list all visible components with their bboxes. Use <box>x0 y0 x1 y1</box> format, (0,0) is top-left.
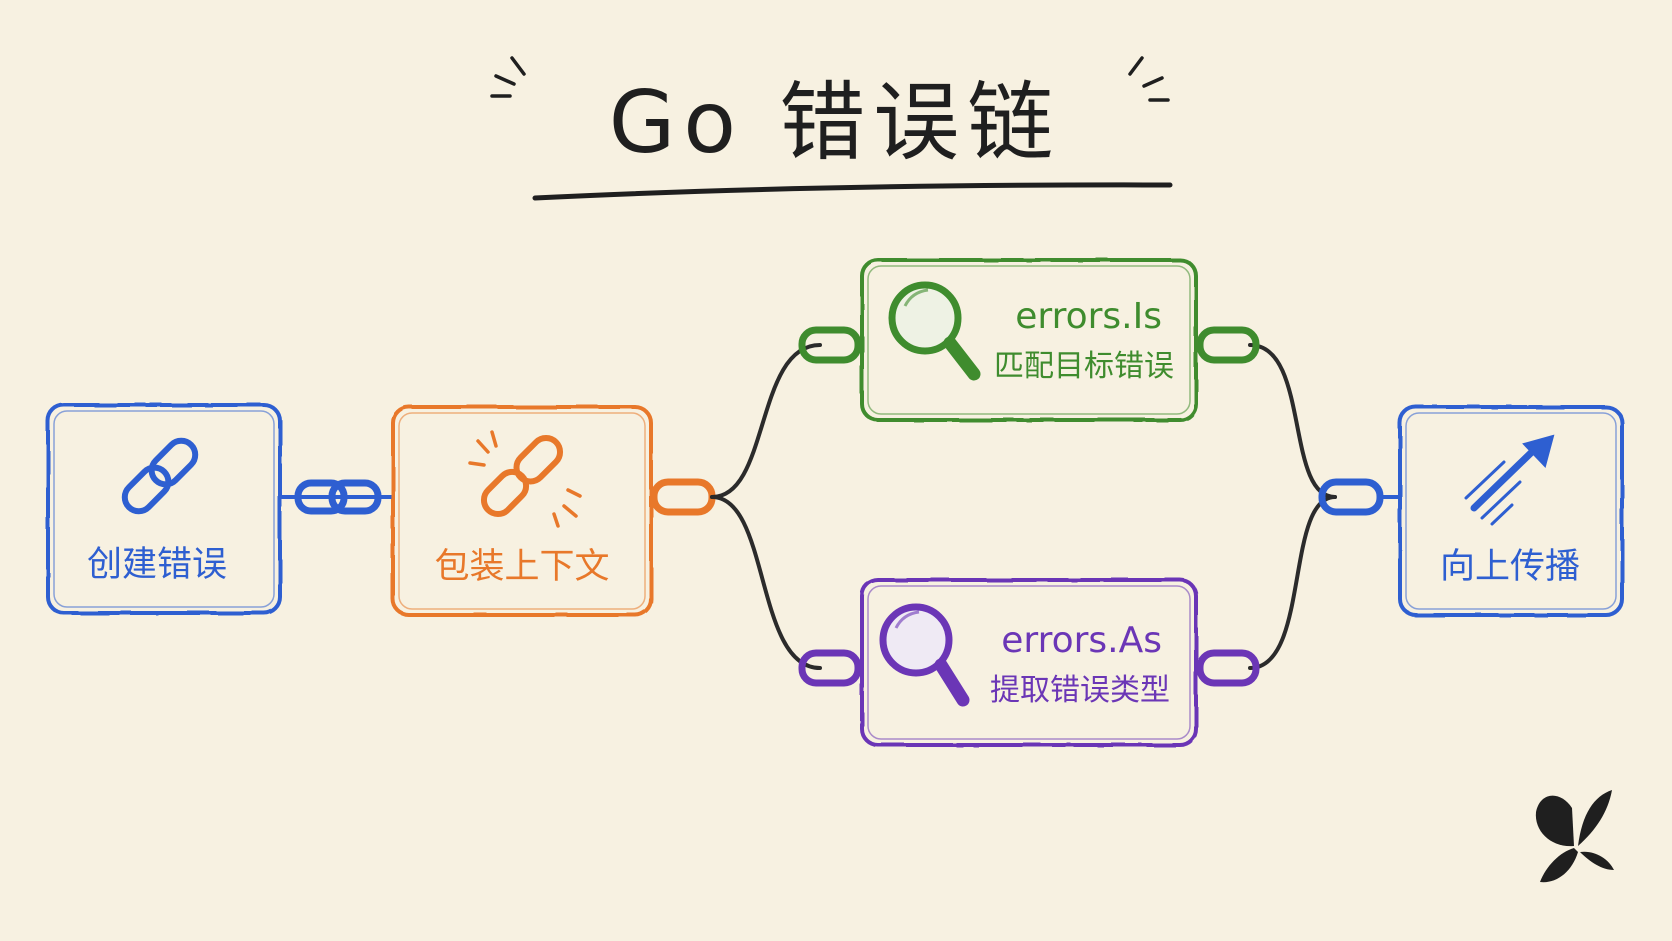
chain-link-icon <box>121 437 199 515</box>
chain-links-as <box>798 649 1260 687</box>
title-spark-right-icon <box>1128 56 1170 102</box>
branch-curve-to-is <box>710 343 822 499</box>
magnifier-icon <box>879 603 970 707</box>
node-is-subtitle: 匹配目标错误 <box>994 349 1174 384</box>
node-errors-as: errors.As 提取错误类型 <box>860 578 1198 747</box>
node-wrap-context: 包装上下文 <box>391 405 653 617</box>
chain-connector-wrap-out <box>650 478 716 516</box>
magnifier-icon <box>888 281 981 381</box>
merge-curve-from-is <box>1248 343 1337 499</box>
arrow-up-right-icon <box>1464 434 1555 526</box>
chain-links-is <box>798 326 1260 364</box>
merge-curve-from-as <box>1248 495 1337 670</box>
page-title: Go 错误链 <box>609 73 1062 173</box>
node-create-error: 创建错误 <box>46 403 282 615</box>
node-wrap-label: 包装上下文 <box>434 547 609 587</box>
title-spark-left-icon <box>490 56 526 98</box>
node-propagate-up: 向上传播 <box>1398 405 1624 617</box>
title-underline <box>532 182 1173 201</box>
node-errors-is: errors.Is 匹配目标错误 <box>860 258 1198 422</box>
node-propagate-label: 向上传播 <box>1440 547 1580 587</box>
chain-connector-create-wrap <box>280 479 394 515</box>
node-create-label: 创建错误 <box>87 545 227 585</box>
node-as-subtitle: 提取错误类型 <box>990 673 1170 708</box>
broken-chain-icon <box>468 430 582 528</box>
title-group: Go 错误链 <box>490 56 1173 201</box>
node-as-title: errors.As <box>1001 620 1162 661</box>
chain-connector-merge-propagate <box>1318 478 1402 516</box>
node-is-title: errors.Is <box>1015 296 1162 337</box>
branch-curve-to-as <box>710 495 822 670</box>
butterfly-logo-icon <box>1535 790 1614 883</box>
connectors <box>280 326 1402 687</box>
